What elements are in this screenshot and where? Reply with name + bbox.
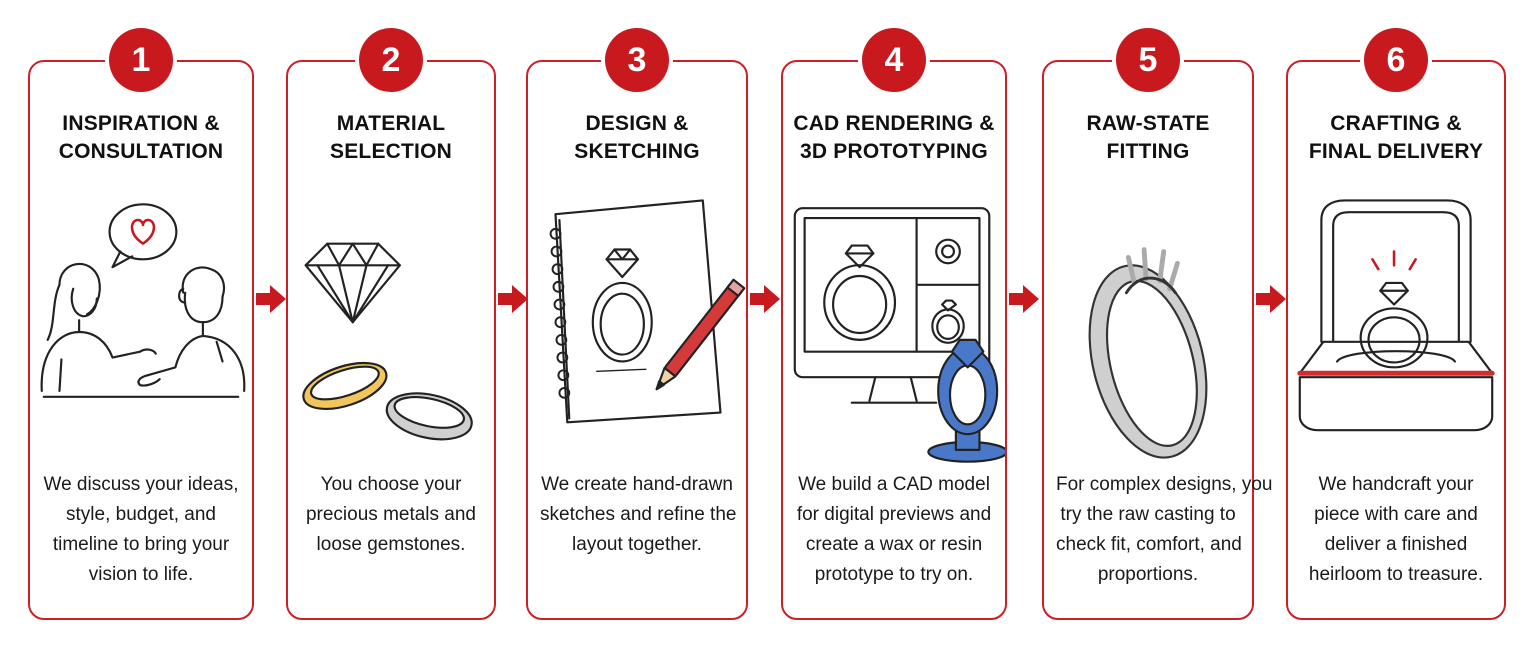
step-card-4: CAD RENDERING & 3D PROTOTYPING	[781, 60, 1007, 620]
step-title: CAD RENDERING & 3D PROTOTYPING	[793, 112, 995, 163]
step-description: For complex designs, you try the raw cas…	[1056, 474, 1273, 585]
step-description: We handcraft your piece with care and de…	[1308, 474, 1484, 585]
step-description: We build a CAD model for digital preview…	[796, 474, 992, 585]
step-number-badge-4: 4	[862, 28, 926, 92]
step-card-6: CRAFTING & FINAL DELIVERY We handcraft y…	[1286, 60, 1506, 620]
step-title: RAW-STATE FITTING	[1086, 112, 1210, 163]
step-card-3: DESIGN & SKETCHING	[526, 60, 748, 620]
step-description: You choose your precious metals and loos…	[305, 474, 477, 555]
step-number-badge-2: 2	[359, 28, 423, 92]
gemstone-and-bands-icon	[288, 192, 494, 472]
ring-box-icon	[1288, 192, 1504, 472]
consultation-icon	[30, 192, 252, 472]
arrow-right-icon	[498, 285, 528, 313]
step-number-badge-1: 1	[109, 28, 173, 92]
step-title: CRAFTING & FINAL DELIVERY	[1308, 112, 1484, 163]
arrow-right-icon	[750, 285, 780, 313]
step-title: INSPIRATION & CONSULTATION	[58, 112, 224, 163]
cad-monitor-icon	[783, 192, 1005, 472]
step-title: MATERIAL SELECTION	[330, 112, 452, 163]
raw-ring-icon	[1044, 192, 1252, 472]
step-description: We create hand-drawn sketches and refine…	[540, 474, 737, 555]
step-card-5: RAW-STATE FITTING For complex designs, y…	[1042, 60, 1273, 620]
arrow-right-icon	[256, 285, 286, 313]
sketchbook-icon	[528, 192, 746, 472]
step-number-badge-3: 3	[605, 28, 669, 92]
step-description: We discuss your ideas, style, budget, an…	[43, 474, 239, 585]
step-number-badge-6: 6	[1364, 28, 1428, 92]
step-number-badge-5: 5	[1116, 28, 1180, 92]
step-title: DESIGN & SKETCHING	[574, 112, 700, 163]
arrow-right-icon	[1256, 285, 1286, 313]
step-card-1: INSPIRATION & CONSULTATION	[28, 60, 254, 620]
step-card-2: MATERIAL SELECTION You choose your preci…	[286, 60, 496, 620]
arrow-right-icon	[1009, 285, 1039, 313]
